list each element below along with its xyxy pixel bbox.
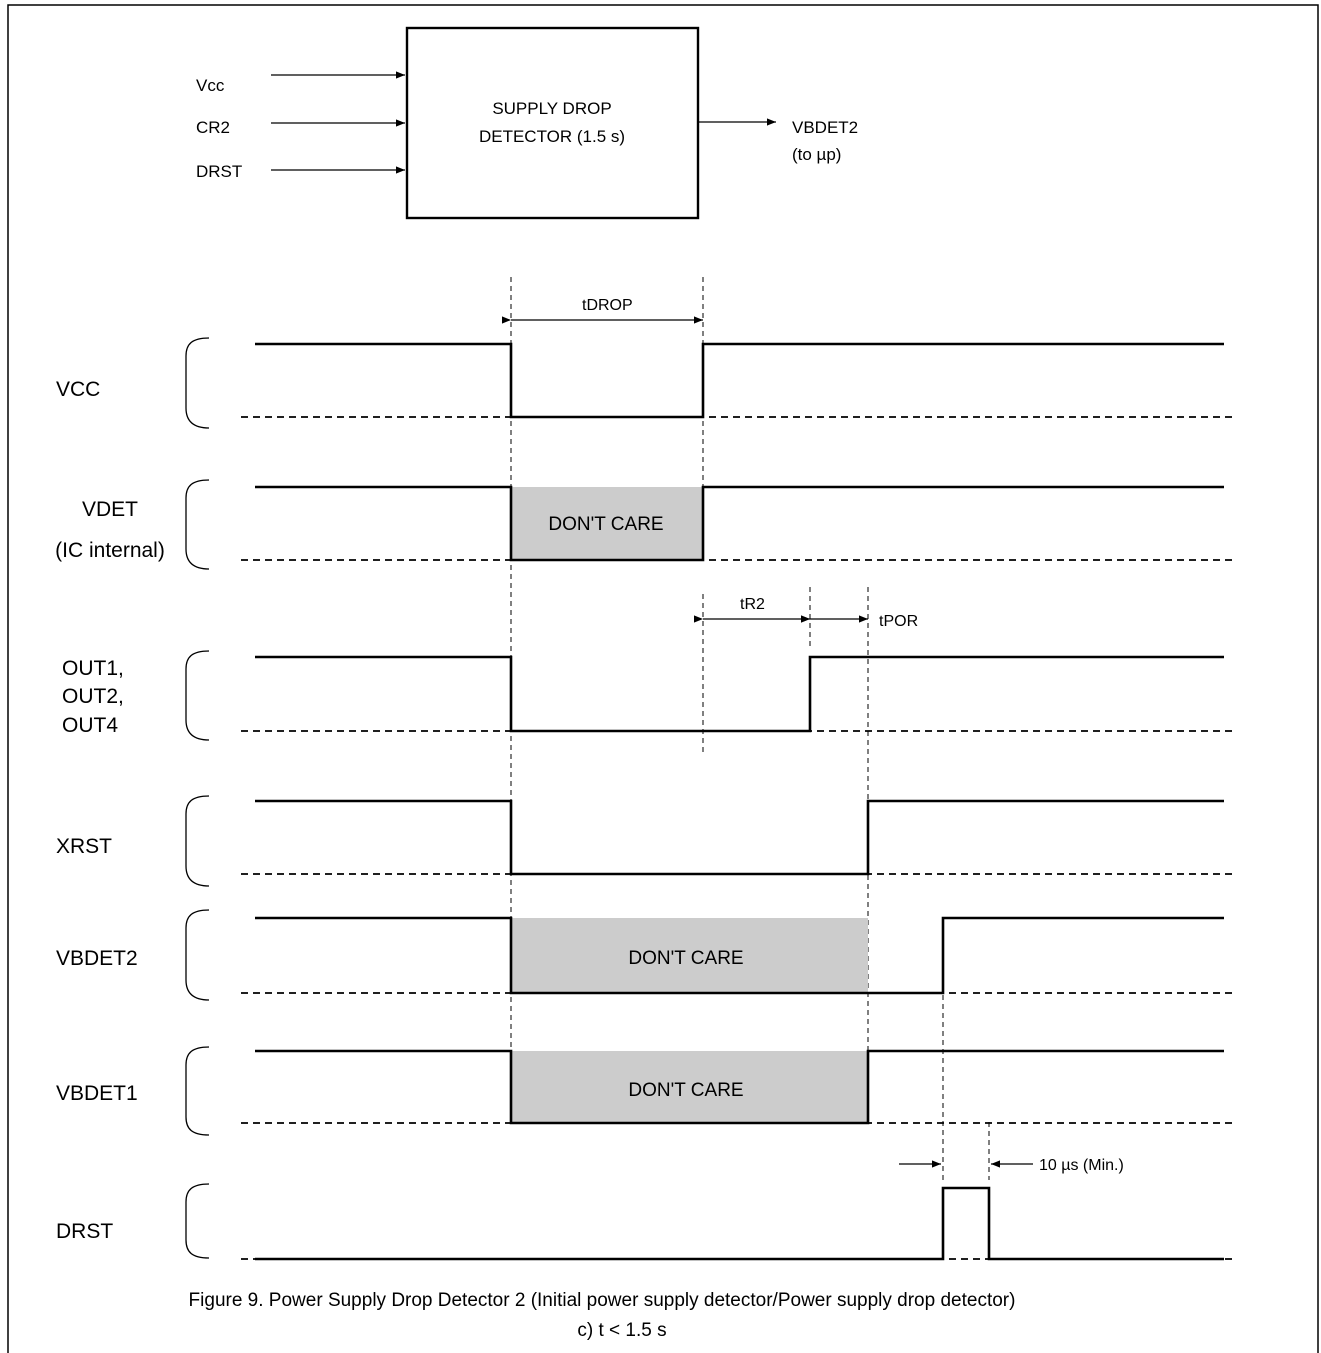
timing-reference-lines	[510, 277, 990, 1180]
block-diagram: SUPPLY DROP DETECTOR (1.5 s) Vcc CR2 DRS…	[196, 26, 858, 220]
signal-label-vbdet2: VBDET2	[56, 947, 138, 970]
signal-vbdet1: VBDET1 DON'T CARE	[56, 1046, 1236, 1136]
dont-care-region-vdet	[511, 487, 703, 559]
tr2-label: tR2	[740, 596, 765, 613]
tdrop-label: tDROP	[582, 297, 633, 314]
signal-label-vdet: VDET	[82, 498, 138, 521]
signal-label-out1: OUT1,	[62, 657, 124, 680]
signal-drst: DRST	[56, 1183, 1236, 1261]
dont-care-region-vbdet1	[511, 1051, 868, 1123]
detector-title-line2: DETECTOR (1.5 s)	[479, 127, 625, 146]
signal-vdet: VDET (IC internal) DON'T CARE	[55, 479, 1236, 570]
input-label-cr2: CR2	[196, 118, 230, 137]
signal-out: OUT1, OUT2, OUT4	[62, 650, 1236, 741]
dont-care-label-vdet: DON'T CARE	[548, 514, 663, 535]
tpor-label: tPOR	[879, 613, 918, 630]
signal-label-vbdet1: VBDET1	[56, 1082, 138, 1105]
signal-label-out4: OUT4	[62, 714, 118, 737]
figure-subcaption: c) t < 1.5 s	[577, 1320, 666, 1341]
input-label-drst: DRST	[196, 162, 242, 181]
signal-label-vcc: VCC	[56, 378, 100, 401]
signal-xrst: XRST	[56, 795, 1236, 887]
input-label-vcc: Vcc	[196, 76, 225, 95]
output-label-vbdet2: VBDET2	[792, 118, 858, 137]
timing-annotations: tDROP tR2 tPOR 10 µs (Min.)	[502, 297, 1124, 1174]
figure-caption: Figure 9. Power Supply Drop Detector 2 (…	[189, 1290, 1016, 1311]
dont-care-region-vbdet2	[511, 918, 868, 992]
signal-label-xrst: XRST	[56, 835, 112, 858]
signal-label-out2: OUT2,	[62, 685, 124, 708]
detector-box	[405, 26, 700, 220]
dont-care-label-vbdet2: DON'T CARE	[628, 948, 743, 969]
page-frame	[7, 4, 1319, 1353]
signal-label-ic-internal: (IC internal)	[55, 539, 165, 562]
signal-vcc: VCC	[56, 337, 1236, 429]
signal-vbdet2: VBDET2 DON'T CARE	[56, 909, 1236, 1001]
detector-title-line1: SUPPLY DROP	[492, 99, 611, 118]
pulse-min-label: 10 µs (Min.)	[1039, 1157, 1124, 1174]
dont-care-label-vbdet1: DON'T CARE	[628, 1080, 743, 1101]
output-label-to-up: (to µp)	[792, 145, 841, 164]
signal-label-drst: DRST	[56, 1220, 113, 1243]
